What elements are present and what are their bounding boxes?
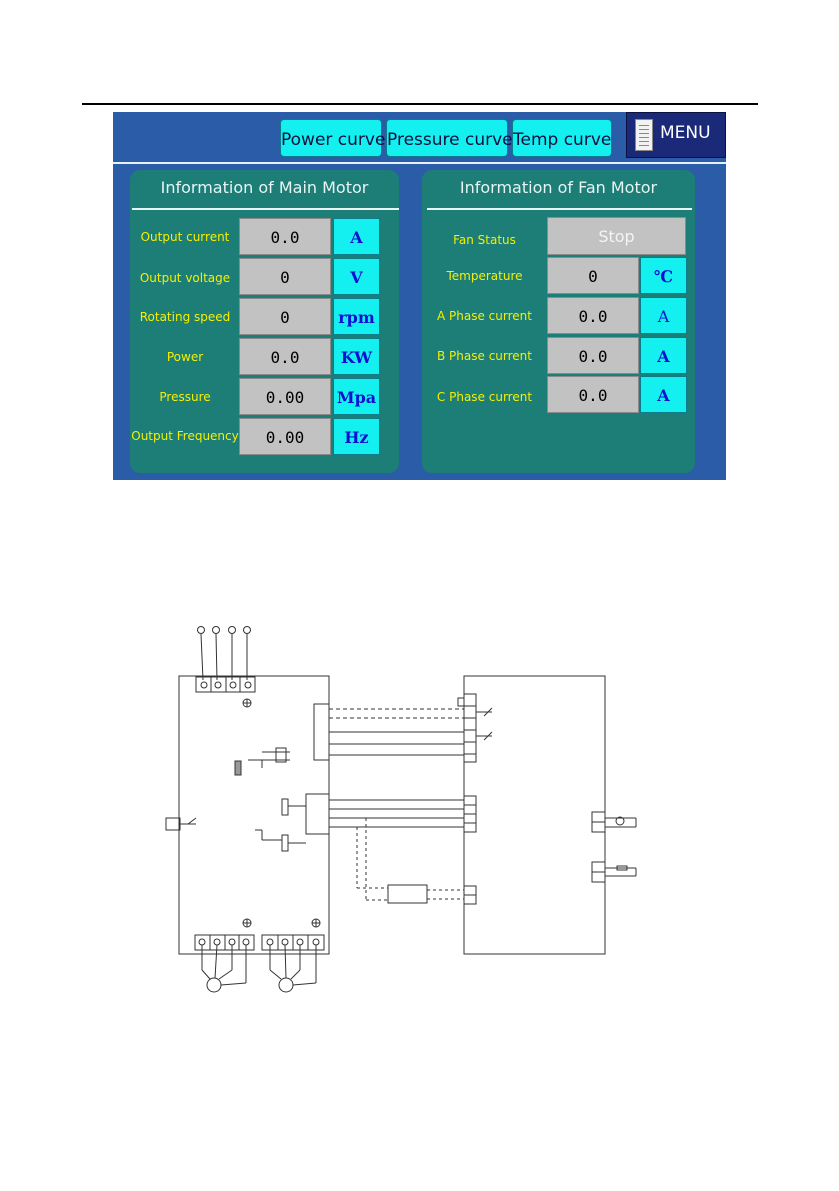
main-row-unit: KW [333,338,380,375]
left-components [165,747,306,852]
menu-button[interactable]: MENU [626,112,726,158]
fan-row-label: C Phase current [436,390,533,404]
main-row-label: Pressure [159,390,211,404]
main-motor-panel: Information of Main Motor Output current… [130,170,399,473]
fan-row-label: Temperature [446,269,523,283]
fan-motor-panel: Information of Fan Motor Fan Status Stop… [422,170,695,473]
fan-row-unit: A [640,376,687,413]
fan-row-unit: A [640,337,687,374]
main-row-value: 0.0 [239,338,331,375]
fan-status-value: Stop [547,217,686,255]
main-row-label: Output Frequency [131,429,239,443]
input-terminals [195,626,256,708]
power-curve-button[interactable]: Power curve [280,119,385,157]
menu-label: MENU [660,123,711,143]
main-row-unit: Hz [333,418,380,455]
pressure-curve-button[interactable]: Pressure curve [386,119,513,157]
main-row-value: 0.00 [239,378,331,415]
right-sensors [591,811,637,883]
lower-wires [329,795,477,905]
fan-row-value: 0.0 [547,337,639,374]
fan-row-value: 0.0 [547,376,639,413]
main-row-value: 0 [239,298,331,335]
temp-curve-button[interactable]: Temp curve [512,119,612,157]
inverter-box [178,675,330,955]
fan-row-unit: A [640,297,687,334]
fan-motor-title-rule [427,208,692,210]
controller-box [463,675,606,955]
main-row-label: Output current [140,230,230,244]
page-header-rule [82,103,758,105]
main-row-unit: Mpa [333,378,380,415]
menu-list-icon [635,119,653,151]
output-terminals [194,918,325,993]
fan-row-value: 0.0 [547,297,639,334]
main-row-unit: V [333,258,380,295]
main-row-value: 0.00 [239,418,331,455]
fan-row-label: A Phase current [437,309,532,323]
main-row-label: Output voltage [139,271,231,285]
upper-wires [329,693,493,763]
toolbar-divider [113,162,726,164]
main-row-unit: rpm [333,298,380,335]
fan-motor-title: Information of Fan Motor [459,178,658,197]
main-row-label: Rotating speed [139,310,231,324]
main-motor-title: Information of Main Motor [160,178,369,197]
fan-row-value: 0 [547,257,639,294]
main-row-value: 0.0 [239,218,331,255]
main-row-value: 0 [239,258,331,295]
main-row-unit: A [333,218,380,255]
main-row-label: Power [166,350,204,364]
hmi-screen: Power curve Pressure curve Temp curve ME… [113,112,726,480]
main-motor-title-rule [132,208,399,210]
fan-row-label: B Phase current [437,349,532,363]
fan-status-label: Fan Status [453,233,516,247]
fan-row-unit: ℃ [640,257,687,294]
